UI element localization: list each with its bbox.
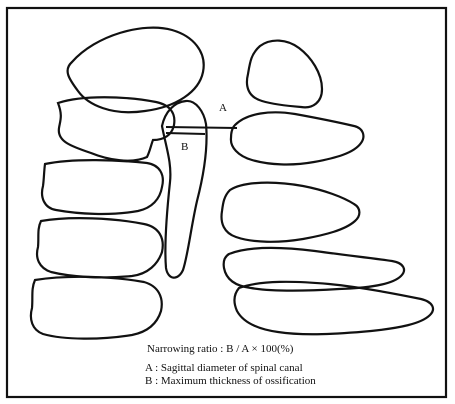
- measure-line-b: [166, 133, 205, 134]
- posterior-element-2: [231, 112, 363, 164]
- vertebral-body-2: [58, 97, 174, 160]
- posterior-element-1: [247, 41, 322, 108]
- label-a: A: [219, 103, 227, 114]
- measure-line-a: [166, 127, 237, 128]
- vertebral-body-4: [37, 218, 163, 277]
- vertebral-body-5: [31, 277, 162, 339]
- vertebral-body-3: [42, 160, 163, 214]
- legend-item-b: B : Maximum thickness of ossification: [145, 375, 316, 388]
- legend-item-a: A : Sagittal diameter of spinal canal: [145, 362, 303, 375]
- narrowing-ratio-formula: Narrowing ratio : B / A × 100(%): [147, 343, 293, 356]
- posterior-element-3: [222, 183, 360, 242]
- label-b: B: [181, 142, 188, 153]
